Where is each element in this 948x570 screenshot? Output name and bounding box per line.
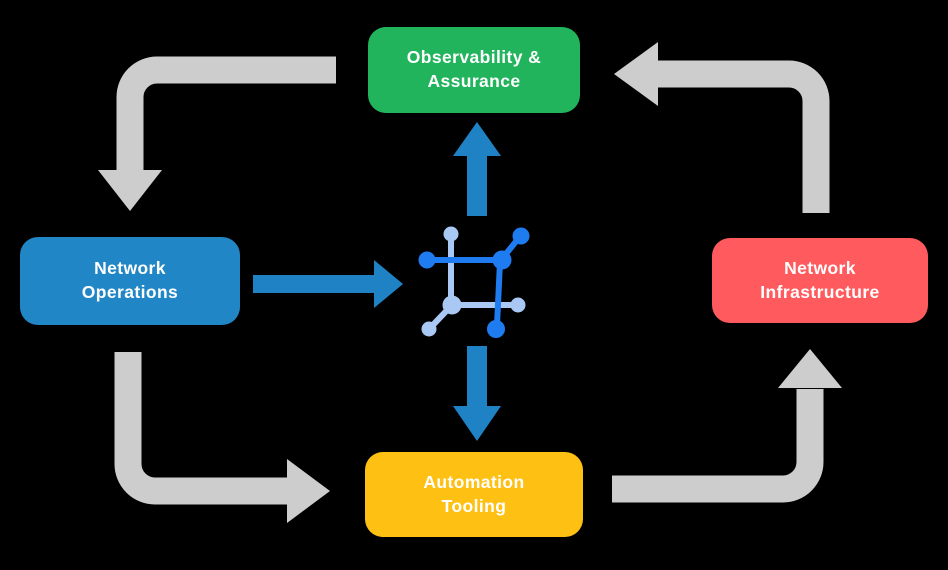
flow-arrowhead-down bbox=[453, 406, 501, 441]
flow-arrow-operations-to-center bbox=[253, 260, 403, 308]
node-network-infrastructure: Network Infrastructure bbox=[712, 238, 928, 323]
flow-arrow-shaft bbox=[612, 389, 824, 503]
flow-arrow-shaft bbox=[116, 56, 336, 171]
flow-arrowhead-up bbox=[778, 349, 842, 388]
flow-arrow-shaft bbox=[658, 60, 830, 213]
icon-bottom-left-junction-node bbox=[442, 295, 462, 315]
flow-arrow-operations-to-automation bbox=[114, 352, 330, 523]
node-label: Network Operations bbox=[81, 258, 179, 302]
icon-left-node bbox=[418, 251, 436, 269]
flow-arrowhead-right bbox=[374, 260, 403, 308]
icon-bottom-node bbox=[487, 320, 505, 338]
flow-arrow-center-to-observability bbox=[453, 122, 501, 216]
flow-arrow-observability-to-operations bbox=[98, 56, 336, 211]
flow-arrow-infrastructure-to-observability bbox=[614, 42, 830, 213]
icon-top-right-junction-node bbox=[492, 250, 512, 270]
node-network-operations: Network Operations bbox=[20, 237, 240, 325]
flow-arrow-automation-to-infrastructure bbox=[612, 349, 842, 503]
node-automation-tooling: Automation Tooling bbox=[365, 452, 583, 537]
icon-top-node bbox=[443, 226, 459, 242]
node-label: Automation Tooling bbox=[423, 471, 525, 516]
node-label: Network Infrastructure bbox=[760, 257, 880, 302]
node-observability-assurance: Observability & Assurance bbox=[368, 27, 580, 113]
icon-bottom-left-node bbox=[421, 321, 437, 337]
flow-arrowhead-down bbox=[98, 170, 162, 211]
flow-arrowhead-right bbox=[287, 459, 330, 523]
flow-arrow-shaft bbox=[114, 352, 288, 505]
icon-right-vertical-line bbox=[494, 259, 503, 328]
network-automation-icon bbox=[418, 226, 530, 338]
icon-top-right-node bbox=[512, 227, 530, 245]
flow-arrowhead-left bbox=[614, 42, 658, 106]
flow-arrowhead-up bbox=[453, 122, 501, 156]
node-label: Observability & Assurance bbox=[406, 47, 542, 91]
icon-right-node bbox=[510, 297, 526, 313]
flow-arrow-center-to-automation bbox=[453, 346, 501, 441]
